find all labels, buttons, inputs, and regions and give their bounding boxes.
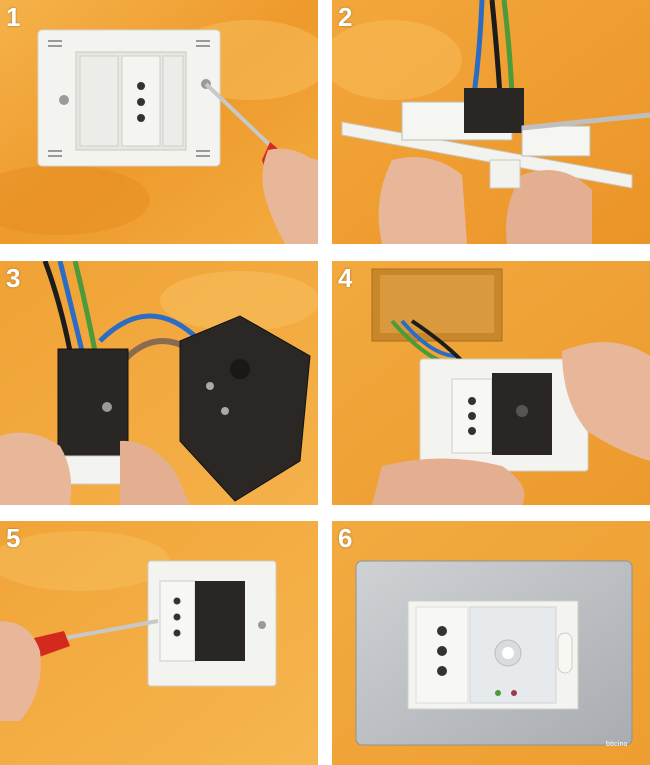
step-1-photo: 1 xyxy=(0,0,318,244)
step-number-4: 4 xyxy=(338,263,353,293)
step-number-3: 3 xyxy=(6,263,21,293)
step-4-image xyxy=(332,261,650,505)
step-number-5: 5 xyxy=(6,523,21,553)
step-2-image xyxy=(332,0,650,244)
step-number-6: 6 xyxy=(338,523,353,553)
step-5-photo: 5 xyxy=(0,521,318,765)
step-6-image xyxy=(332,521,650,765)
step-number-1: 1 xyxy=(6,2,21,32)
step-3-image xyxy=(0,261,318,505)
step-5-image xyxy=(0,521,318,765)
step-3-photo: 3 xyxy=(0,261,318,505)
step-4-photo: 4 xyxy=(332,261,650,505)
step-2-photo: 2 xyxy=(332,0,650,244)
brand-logo: bticino xyxy=(606,741,628,748)
step-number-2: 2 xyxy=(338,2,353,32)
step-1-image xyxy=(0,0,318,244)
step-6-photo: 6 bticino xyxy=(332,521,650,765)
